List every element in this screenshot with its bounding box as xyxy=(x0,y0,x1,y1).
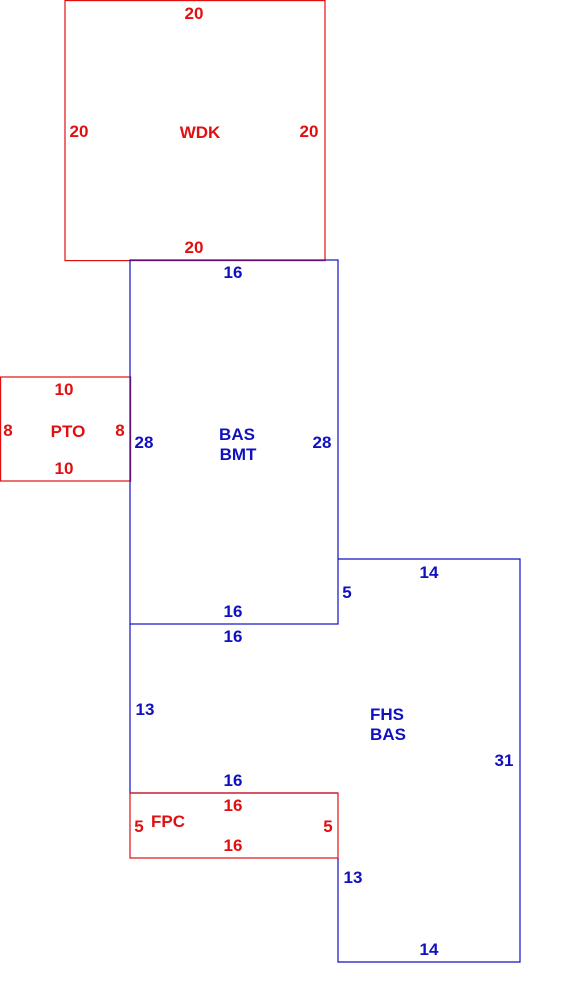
bas-bmt-bottom-dim: 16 xyxy=(224,602,243,621)
fhs-bas-lower-dim: 16 xyxy=(224,771,243,790)
bas-bmt-left-dim: 28 xyxy=(135,433,154,452)
pto-bottom-dim: 10 xyxy=(55,459,74,478)
fpc-bottom-dim: 16 xyxy=(224,836,243,855)
pto-outline xyxy=(0,376,132,482)
wdk-left-dim: 20 xyxy=(70,122,89,141)
wdk-bottom-dim: 20 xyxy=(185,238,204,257)
pto-top-dim: 10 xyxy=(55,380,74,399)
fhs-bas-name-1: FHS xyxy=(370,705,404,724)
fhs-bas-name-2: BAS xyxy=(370,725,406,744)
fhs-bas-left-upper-dim: 13 xyxy=(136,700,155,719)
fpc-left-dim: 5 xyxy=(134,817,143,836)
wdk-name: WDK xyxy=(180,123,221,142)
fhs-bas-bottom-dim: 14 xyxy=(420,940,439,959)
pto-left-dim: 8 xyxy=(3,421,12,440)
bas-bmt-outline xyxy=(129,259,339,625)
fhs-bas-outline-right xyxy=(337,558,521,963)
fhs-bas-right-dim: 31 xyxy=(495,751,514,770)
fhs-bas-outline-left xyxy=(129,624,338,794)
pto-right-dim: 8 xyxy=(115,421,124,440)
fhs-bas-top-dim: 14 xyxy=(420,563,439,582)
fpc-name: FPC xyxy=(151,812,185,831)
pto-name: PTO xyxy=(51,422,86,441)
fhs-bas-step-dim: 5 xyxy=(342,583,351,602)
bas-bmt-right-dim: 28 xyxy=(313,433,332,452)
bas-bmt-name-1: BAS xyxy=(219,425,255,444)
fhs-bas-left-bottom-dim: 13 xyxy=(344,868,363,887)
fpc-top-dim: 16 xyxy=(224,796,243,815)
bas-bmt-name-2: BMT xyxy=(220,445,257,464)
bas-bmt-top-dim: 16 xyxy=(224,263,243,282)
wdk-top-dim: 20 xyxy=(185,4,204,23)
fpc-outline xyxy=(129,792,339,859)
wdk-right-dim: 20 xyxy=(300,122,319,141)
fhs-bas-inner-top-dim: 16 xyxy=(224,627,243,646)
fpc-right-dim: 5 xyxy=(323,817,332,836)
